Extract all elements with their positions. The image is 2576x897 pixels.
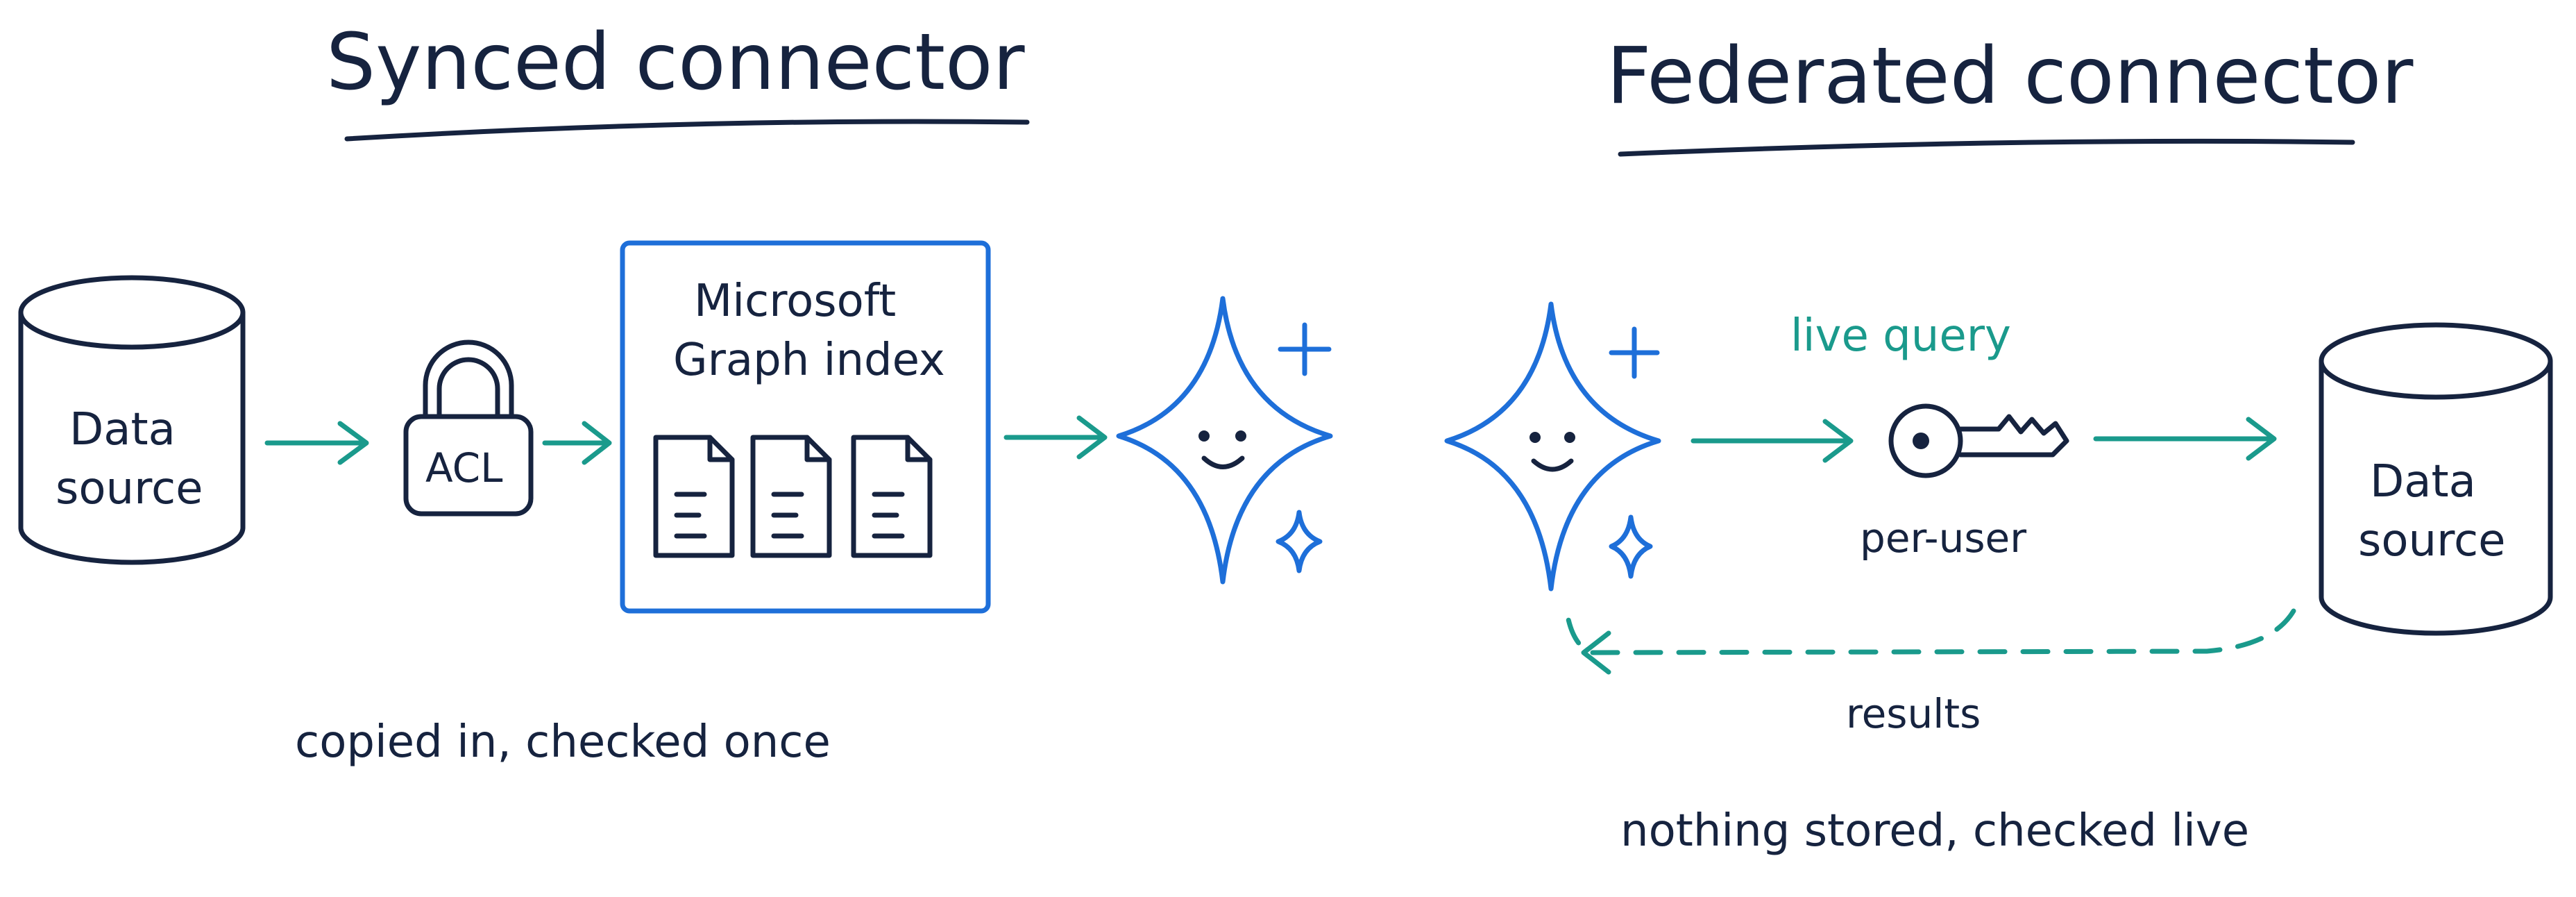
sparkle-assistant-icon: [1444, 301, 1661, 592]
document-icon: [753, 437, 829, 555]
key-icon: [1888, 403, 2069, 478]
results-label: results: [1846, 690, 1981, 737]
database-icon: [2319, 322, 2553, 636]
graph-index-box: [620, 240, 991, 614]
synced-title-underline: [344, 119, 1030, 142]
federated-data-source-line2: source: [2358, 515, 2506, 567]
arrow-acl-to-index: [542, 421, 612, 465]
graph-index-line2: Graph index: [673, 335, 945, 386]
plus-icon: [1609, 326, 1660, 379]
per-user-label: per-user: [1860, 514, 2026, 562]
graph-index-line1: Microsoft: [694, 276, 896, 327]
document-icon: [854, 437, 930, 555]
database-icon: [18, 275, 246, 565]
sparkle-assistant-icon: [1116, 296, 1333, 585]
results-arrowhead: [1581, 630, 1611, 675]
arrow-key-to-datasource: [2093, 417, 2277, 461]
arrow-index-to-assistant: [1003, 415, 1108, 460]
small-sparkle-icon: [1609, 514, 1653, 579]
results-dashed-arrow: [1564, 608, 2296, 655]
federated-title-underline: [1618, 138, 2355, 157]
document-icon: [656, 437, 732, 555]
synced-data-source-line1: Data: [69, 404, 176, 455]
small-sparkle-icon: [1276, 510, 1323, 573]
synced-data-source-line2: source: [56, 463, 203, 514]
plus-icon: [1278, 322, 1332, 376]
federated-data-source-line1: Data: [2370, 456, 2476, 508]
arrow-datasource-to-acl: [264, 421, 369, 465]
federated-caption: nothing stored, checked live: [1620, 805, 2249, 857]
lock-icon: [403, 339, 534, 517]
live-query-label: live query: [1790, 310, 2011, 362]
arrow-assistant-to-key: [1690, 419, 1854, 463]
synced-title: Synced connector: [326, 17, 1026, 108]
synced-caption: copied in, checked once: [295, 716, 831, 768]
acl-label: ACL: [425, 444, 502, 492]
federated-title: Federated connector: [1607, 31, 2414, 121]
